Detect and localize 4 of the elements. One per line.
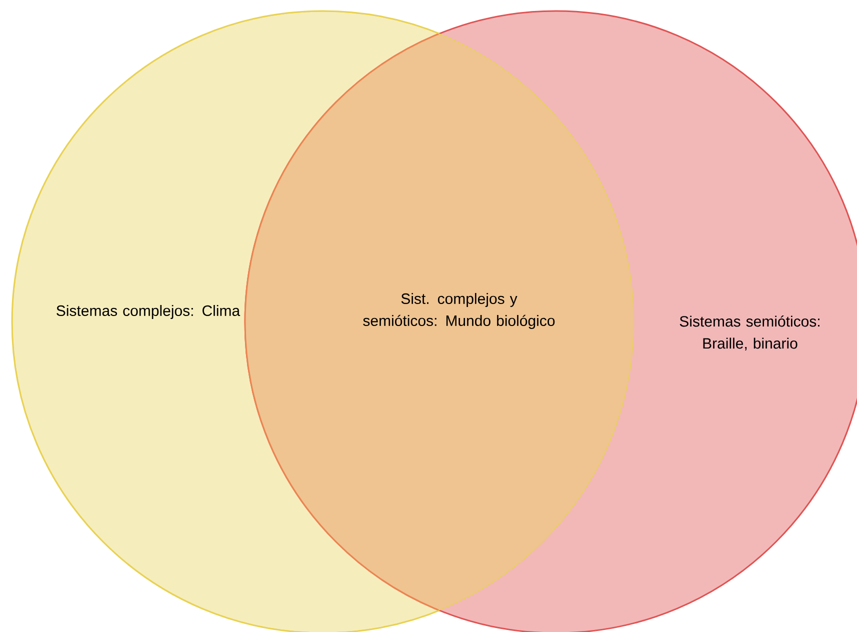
circle-label: Sistemas semióticos: Braille, binario: [680, 316, 820, 350]
overlap-label: Sist. complejos y semióticos: Mundo biológico: [363, 293, 555, 329]
venn-circle: [244, 10, 857, 632]
circle-label: Sistemas complejos: Clima: [56, 305, 240, 319]
